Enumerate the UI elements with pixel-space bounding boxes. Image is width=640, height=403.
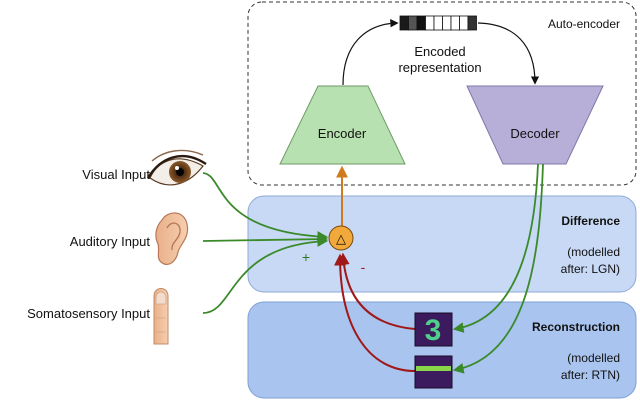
encoded-label-line1: Encoded [414,44,465,59]
digit-glyph: 3 [425,314,442,347]
reconstruction-note-line1: (modelled [567,351,620,365]
digit-reconstruction-image: 3 [414,312,453,347]
difference-title: Difference [561,214,620,228]
code-cell-5 [442,15,452,31]
autoencoder-title: Auto-encoder [548,17,620,31]
encoder-to-code-arrow [342,19,399,86]
somatosensory-input-label: Somatosensory Input [27,306,150,321]
decoder-block [466,85,604,165]
encoded-representation-bar [399,15,477,31]
finger-icon [153,288,169,345]
decoder-to-digit-arrow [452,163,539,333]
code-cell-0 [399,15,409,31]
decoder-label: Decoder [510,126,560,141]
auditory-input-label: Auditory Input [70,234,151,249]
auditory-input-arrow [202,233,329,245]
line-feedback-arrow [334,253,416,372]
encoded-label-line2: representation [398,60,481,75]
difference-panel [247,195,637,293]
line-reconstruction-image [414,355,453,389]
decoder-to-line-arrow [452,163,544,374]
code-cell-7 [459,15,469,31]
visual-input-label: Visual Input [82,167,150,182]
encoder-label: Encoder [318,126,367,141]
difference-node [328,225,354,251]
reconstruction-panel [247,301,637,399]
code-cell-4 [433,15,443,31]
ear-icon [155,212,189,265]
code-cell-2 [416,15,426,31]
plus-sign: + [302,249,310,265]
difference-node-symbol: △ [336,231,346,246]
encoder-block [279,85,406,165]
minus-sign: - [361,259,366,275]
code-cell-8 [467,15,477,31]
autoencoder-container [247,1,637,186]
code-cell-3 [425,15,435,31]
code-cell-6 [450,15,460,31]
reconstruction-note-line2: after: RTN) [561,368,620,382]
reconstruction-title: Reconstruction [532,320,620,334]
code-cell-1 [408,15,418,31]
visual-input-arrow [202,172,329,242]
code-to-decoder-arrow [477,22,540,85]
digit-feedback-arrow [337,252,416,330]
difference-note-line2: after: LGN) [561,262,620,276]
difference-note-line1: (modelled [567,245,620,259]
eye-icon [146,149,207,186]
somatosensory-input-arrow [202,236,329,314]
